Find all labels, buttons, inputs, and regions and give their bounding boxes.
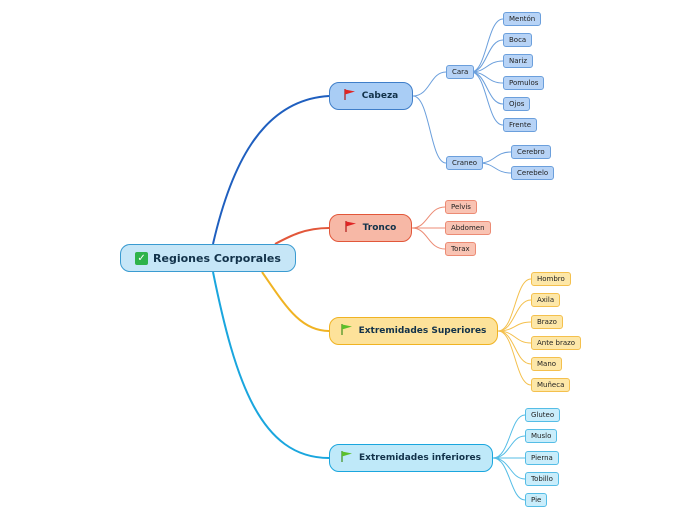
leaf-label: Hombro <box>537 275 565 283</box>
leaf-label: Pie <box>531 496 542 504</box>
leaf-cerebelo[interactable]: Cerebelo <box>511 166 555 180</box>
leaf-menton[interactable]: Mentón <box>503 12 542 26</box>
root-node[interactable]: ✓ Regiones Corporales <box>120 244 296 272</box>
branch-label: Extremidades Superiores <box>358 326 487 336</box>
leaf-ante-brazo[interactable]: Ante brazo <box>531 336 582 350</box>
leaf-label: Ojos <box>509 100 525 108</box>
leaf-label: Cerebelo <box>517 169 549 177</box>
leaf-muneca[interactable]: Muñeca <box>531 378 571 392</box>
leaf-frente[interactable]: Frente <box>503 118 538 132</box>
branch-label: Extremidades inferiores <box>359 453 481 463</box>
leaf-pelvis[interactable]: Pelvis <box>445 200 477 214</box>
leaf-brazo[interactable]: Brazo <box>531 315 563 329</box>
leaf-boca[interactable]: Boca <box>503 33 533 47</box>
leaf-pie[interactable]: Pie <box>525 493 548 507</box>
leaf-label: Boca <box>509 36 527 44</box>
leaf-label: Frente <box>509 121 532 129</box>
leaf-cerebro[interactable]: Cerebro <box>511 145 551 159</box>
leaf-label: Ante brazo <box>537 339 576 347</box>
leaf-label: Pomulos <box>509 79 539 87</box>
leaf-label: Cerebro <box>517 148 545 156</box>
checkbox-icon: ✓ <box>135 251 149 265</box>
leaf-label: Muslo <box>531 432 552 440</box>
root-label: Regiones Corporales <box>153 251 281 265</box>
leaf-pierna[interactable]: Pierna <box>525 451 559 465</box>
leaf-label: Pierna <box>531 454 553 462</box>
branch-label: Cabeza <box>361 91 399 101</box>
leaf-hombro[interactable]: Hombro <box>531 272 571 286</box>
branch-cabeza[interactable]: Cabeza <box>329 82 413 110</box>
flag-icon <box>341 451 353 465</box>
leaf-label: Pelvis <box>451 203 471 211</box>
flag-icon <box>340 324 353 338</box>
leaf-label: Tobillo <box>531 475 553 483</box>
branch-label: Tronco <box>362 223 397 233</box>
leaf-label: Mano <box>537 360 557 368</box>
leaf-label: Muñeca <box>537 381 565 389</box>
leaf-muslo[interactable]: Muslo <box>525 429 558 443</box>
leaf-label: Mentón <box>509 15 536 23</box>
flag-icon <box>345 221 357 235</box>
subgroup-label: Craneo <box>452 159 478 167</box>
link-root-cabeza <box>212 95 330 245</box>
flag-icon <box>344 89 356 103</box>
leaf-tobillo[interactable]: Tobillo <box>525 472 559 486</box>
leaf-ojos[interactable]: Ojos <box>503 97 531 111</box>
leaf-label: Nariz <box>509 57 528 65</box>
leaf-pomulos[interactable]: Pomulos <box>503 76 545 90</box>
leaf-label: Axila <box>537 296 555 304</box>
leaf-label: Abdomen <box>451 224 485 232</box>
link-root-tronco <box>274 227 330 245</box>
leaf-abdomen[interactable]: Abdomen <box>445 221 491 235</box>
link-root-superiores <box>261 271 330 332</box>
subgroup-label: Cara <box>452 68 469 76</box>
branch-extremidades-superiores[interactable]: Extremidades Superiores <box>329 317 498 345</box>
leaf-mano[interactable]: Mano <box>531 357 563 371</box>
leaf-label: Torax <box>451 245 470 253</box>
leaf-axila[interactable]: Axila <box>531 293 561 307</box>
leaf-nariz[interactable]: Nariz <box>503 54 534 68</box>
subgroup-cara[interactable]: Cara <box>446 65 475 79</box>
leaf-gluteo[interactable]: Gluteo <box>525 408 561 422</box>
leaf-label: Brazo <box>537 318 557 326</box>
leaf-torax[interactable]: Torax <box>445 242 476 256</box>
branch-extremidades-inferiores[interactable]: Extremidades inferiores <box>329 444 493 472</box>
link-root-inferiores <box>212 271 330 459</box>
subgroup-craneo[interactable]: Craneo <box>446 156 484 170</box>
branch-tronco[interactable]: Tronco <box>329 214 412 242</box>
leaf-label: Gluteo <box>531 411 555 419</box>
